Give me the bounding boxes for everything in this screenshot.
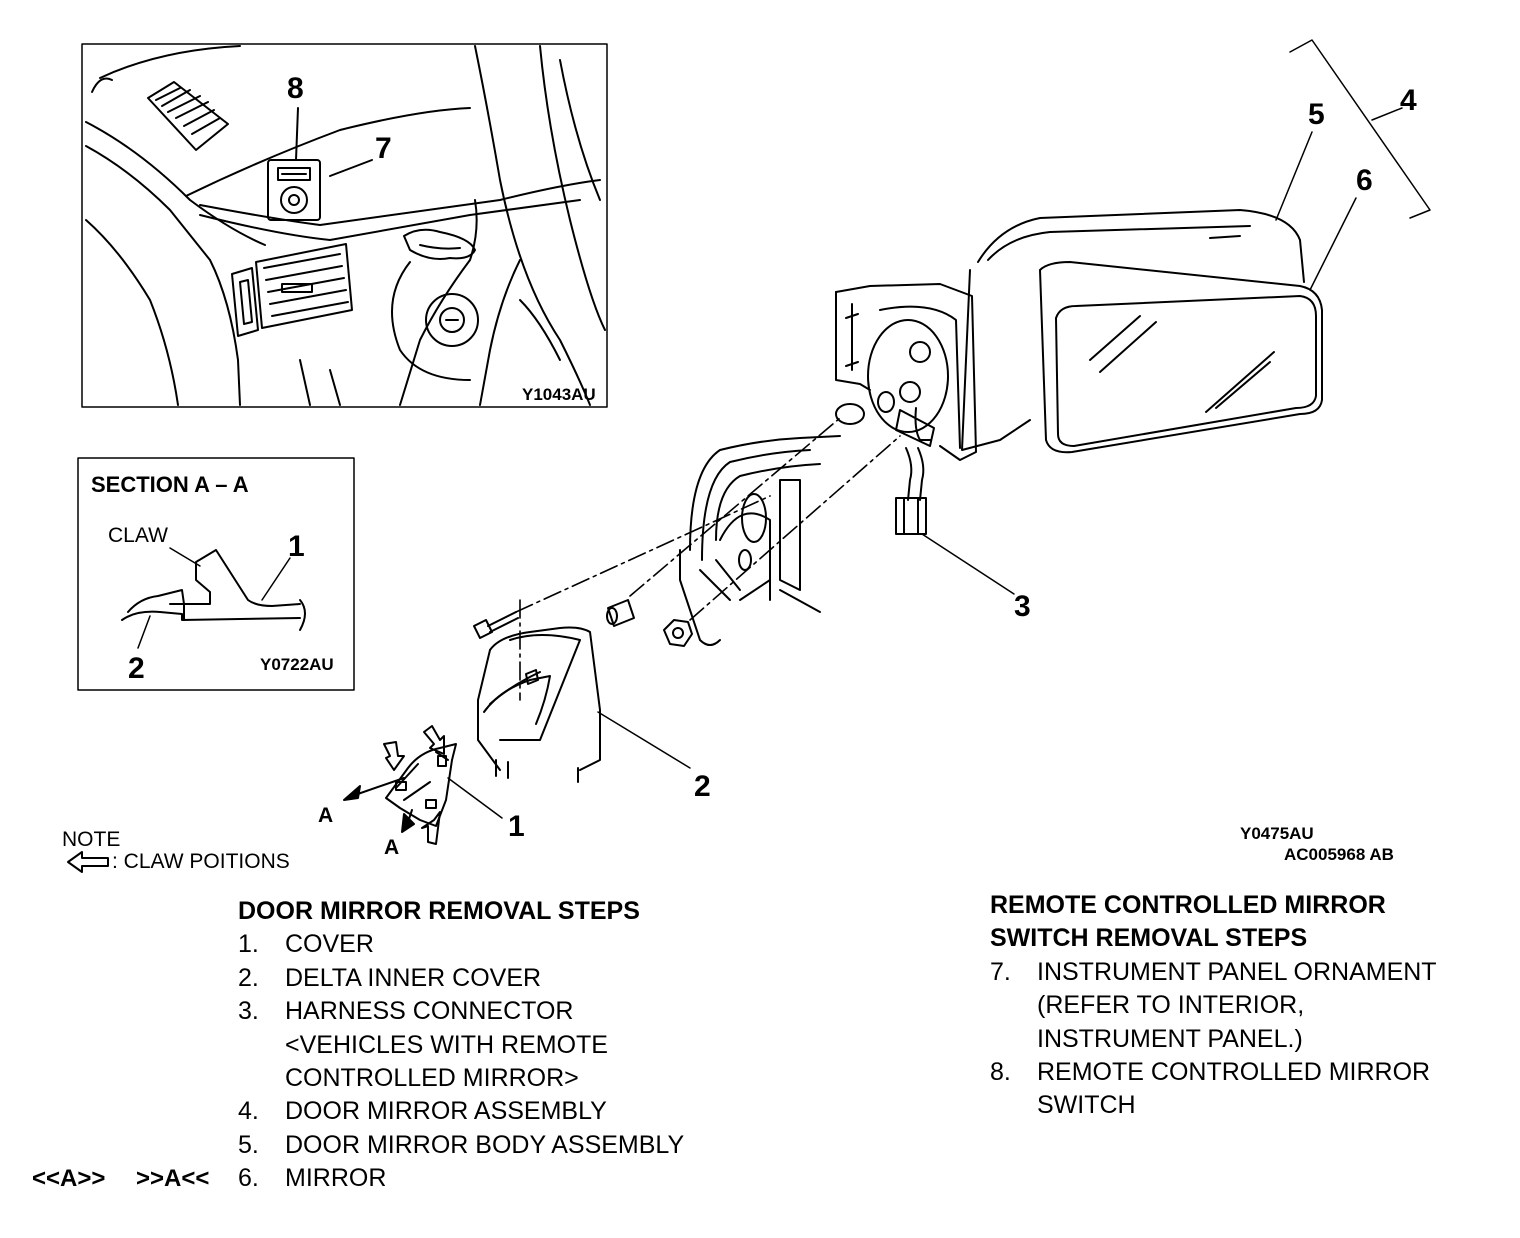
note-title: NOTE: [62, 828, 120, 851]
door-panel: [679, 435, 841, 646]
claw-legend-arrow-icon: [67, 851, 109, 873]
step-number: 6.: [238, 1164, 259, 1193]
step-label: HARNESS CONNECTOR: [285, 997, 574, 1026]
section-callout-2: 2: [128, 652, 145, 685]
door-mirror-steps: DOOR MIRROR REMOVAL STEPS 1. COVER 2. DELT…: [238, 895, 684, 1196]
step-3: 3. HARNESS CONNECTOR: [238, 995, 684, 1028]
step-number: 7.: [990, 957, 1011, 986]
delta-inner-cover: [477, 626, 601, 783]
step-5: 5. DOOR MIRROR BODY ASSEMBLY: [238, 1129, 684, 1162]
claw-label: CLAW: [108, 524, 168, 547]
diagram-ref-code: AC005968 AB: [1284, 845, 1394, 864]
inset-section-a-a: [77, 457, 355, 691]
step-number: 1.: [238, 930, 259, 959]
step-7-line-2: (REFER TO INTERIOR,: [1037, 991, 1305, 1020]
callout-2: 2: [694, 770, 711, 803]
step-label: REMOTE CONTROLLED MIRROR: [1037, 1058, 1431, 1087]
leader-lines: [447, 39, 1431, 819]
door-mirror-heading: DOOR MIRROR REMOVAL STEPS: [238, 897, 640, 925]
step-6: 6. MIRROR: [238, 1162, 684, 1195]
step-2: 2. DELTA INNER COVER: [238, 962, 684, 995]
step-label: COVER: [285, 930, 374, 959]
service-point-removal: <<A>>: [32, 1165, 106, 1192]
step-number: 2.: [238, 963, 259, 992]
step-label: DOOR MIRROR ASSEMBLY: [285, 1097, 607, 1126]
step-1: 1. COVER: [238, 928, 684, 961]
fasteners: [473, 599, 693, 647]
mirror-cover: [343, 725, 457, 845]
service-point-install: >>A<<: [136, 1165, 210, 1192]
section-title: SECTION A – A: [91, 472, 249, 497]
mirror-assembly: [835, 209, 1323, 535]
section-code: Y0722AU: [260, 655, 334, 674]
step-8-line-2: SWITCH: [1037, 1091, 1136, 1120]
section-marker-a-left: A: [318, 804, 333, 827]
step-number: 4.: [238, 1097, 259, 1126]
callout-8: 8: [287, 72, 304, 105]
callout-5: 5: [1308, 98, 1325, 131]
step-4: 4. DOOR MIRROR ASSEMBLY: [238, 1095, 684, 1128]
section-marker-a-bottom: A: [384, 836, 399, 859]
step-label: MIRROR: [285, 1164, 387, 1193]
section-callout-1: 1: [288, 530, 305, 563]
note-legend: : CLAW POITIONS: [112, 850, 290, 873]
alignment-lines: [515, 417, 901, 701]
inset-top-code: Y1043AU: [522, 385, 596, 404]
step-number: 3.: [238, 997, 259, 1026]
step-label: DOOR MIRROR BODY ASSEMBLY: [285, 1130, 685, 1159]
step-8: 8. REMOTE CONTROLLED MIRROR: [990, 1056, 1437, 1089]
step-7-line-3: INSTRUMENT PANEL.): [1037, 1024, 1303, 1053]
step-7: 7. INSTRUMENT PANEL ORNAMENT: [990, 956, 1437, 989]
callout-3: 3: [1014, 590, 1031, 623]
callout-4: 4: [1400, 84, 1417, 117]
step-3-line-3: CONTROLLED MIRROR>: [285, 1064, 579, 1093]
switch-heading-line-1: REMOTE CONTROLLED MIRROR: [990, 891, 1386, 919]
step-number: 5.: [238, 1130, 259, 1159]
step-3-line-2: <VEHICLES WITH REMOTE: [285, 1030, 608, 1059]
step-label: DELTA INNER COVER: [285, 963, 542, 992]
callout-6: 6: [1356, 164, 1373, 197]
callout-1: 1: [508, 810, 525, 843]
diagram-code: Y0475AU: [1240, 824, 1314, 843]
step-label: INSTRUMENT PANEL ORNAMENT: [1037, 957, 1437, 986]
inset-instrument-panel: [81, 43, 608, 408]
step-number: 8.: [990, 1058, 1011, 1087]
switch-steps: REMOTE CONTROLLED MIRROR SWITCH REMOVAL …: [990, 889, 1437, 1123]
switch-heading-line-2: SWITCH REMOVAL STEPS: [990, 924, 1308, 953]
callout-7: 7: [375, 132, 392, 165]
